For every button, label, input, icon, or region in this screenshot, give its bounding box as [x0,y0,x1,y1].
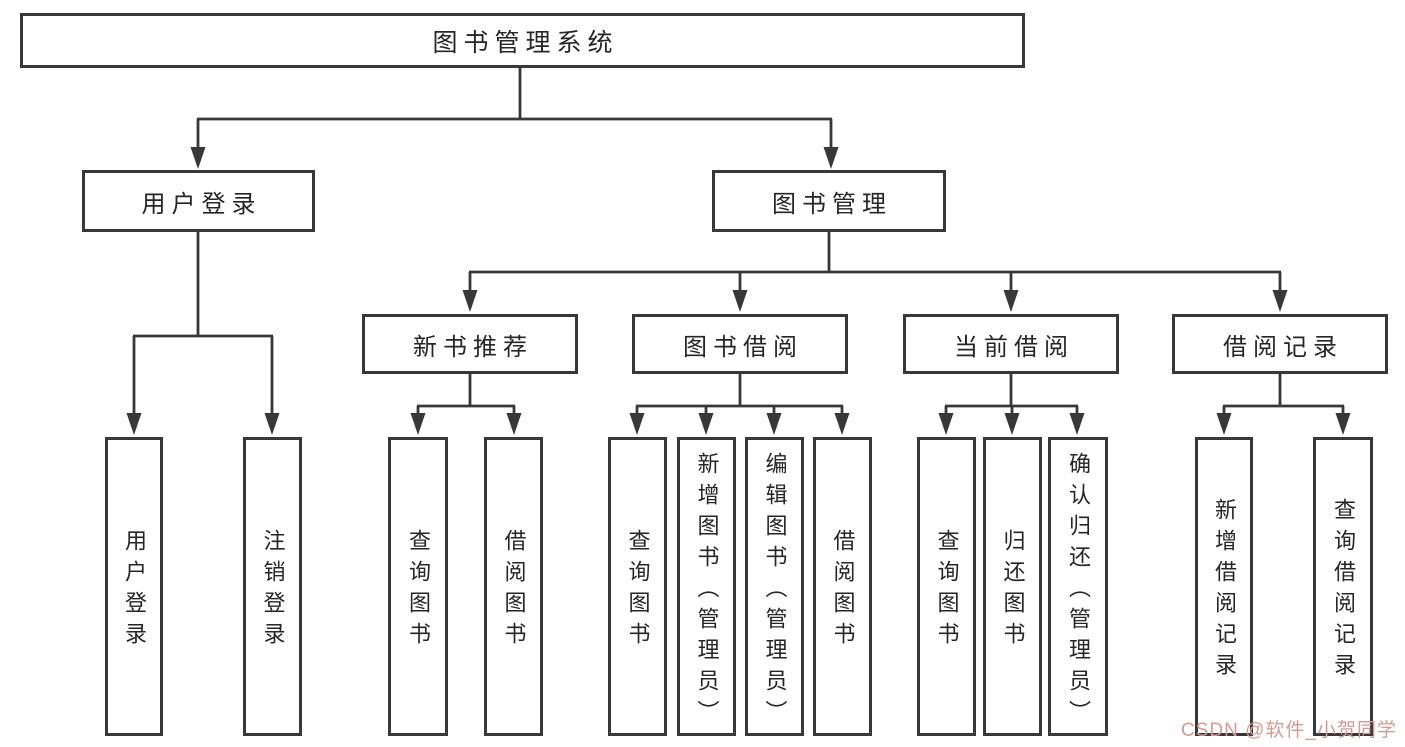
node-new-book-recommendation: 新书推荐 [362,314,578,374]
leaf-borrow-books-recommend: 借阅图书 [484,437,543,736]
leaf-query-books-borrow: 查询图书 [608,437,667,736]
leaf-query-books-recommend: 查询图书 [388,437,448,736]
node-label: 借阅图书 [830,529,856,653]
connector-book-borrow-children [629,374,850,435]
leaf-return-books: 归还图书 [983,437,1042,736]
leaf-add-book-admin: 新增图书（管理员） [677,437,736,736]
connector-new-book-children [410,374,522,435]
leaf-user-login: 用户登录 [105,437,163,736]
node-user-login: 用户登录 [82,170,315,232]
node-label: 查询借阅记录 [1331,498,1356,684]
node-library-management-system: 图书管理系统 [20,13,1025,68]
leaf-query-borrow-record: 查询借阅记录 [1313,437,1373,736]
connector-book-management-sections [462,232,1288,312]
leaf-confirm-return-admin: 确认归还（管理员） [1048,437,1108,736]
node-book-management: 图书管理 [712,170,946,232]
leaf-edit-book-admin: 编辑图书（管理员） [745,437,804,736]
connector-borrow-records-children [1216,374,1351,435]
node-label: 查询图书 [934,529,960,653]
node-label: 借阅图书 [501,529,527,653]
node-label: 新书推荐 [413,333,533,361]
node-label: 编辑图书（管理员） [762,451,788,731]
connector-user-login-children [126,232,280,435]
node-label: 新增图书（管理员） [694,451,720,731]
node-label: 确认归还（管理员） [1066,451,1091,731]
node-label: 查询图书 [625,529,651,653]
leaf-borrow-books: 借阅图书 [813,437,872,736]
node-borrowing-records: 借阅记录 [1172,314,1388,374]
node-label: 归还图书 [1000,529,1026,653]
node-label: 当前借阅 [954,333,1074,361]
leaf-add-borrow-record: 新增借阅记录 [1195,437,1253,736]
leaf-query-books-current: 查询图书 [917,437,976,736]
node-label: 注销登录 [260,529,286,653]
leaf-logout: 注销登录 [243,437,302,736]
node-book-borrowing: 图书借阅 [632,314,848,374]
node-label: 图书借阅 [683,333,803,361]
node-label: 借阅记录 [1223,333,1343,361]
node-label: 新增借阅记录 [1212,498,1237,684]
connector-current-borrow-children [938,374,1085,435]
node-label: 图书管理 [772,190,892,218]
csdn-watermark: CSDN @软件_小贺同学 [1181,720,1397,741]
node-current-borrowing: 当前借阅 [903,314,1119,374]
node-label: 用户登录 [141,190,262,218]
node-label: 用户登录 [122,529,147,653]
connector-root-to-level1 [190,68,839,169]
node-label: 查询图书 [406,529,431,653]
node-label: 图书管理系统 [432,28,619,57]
